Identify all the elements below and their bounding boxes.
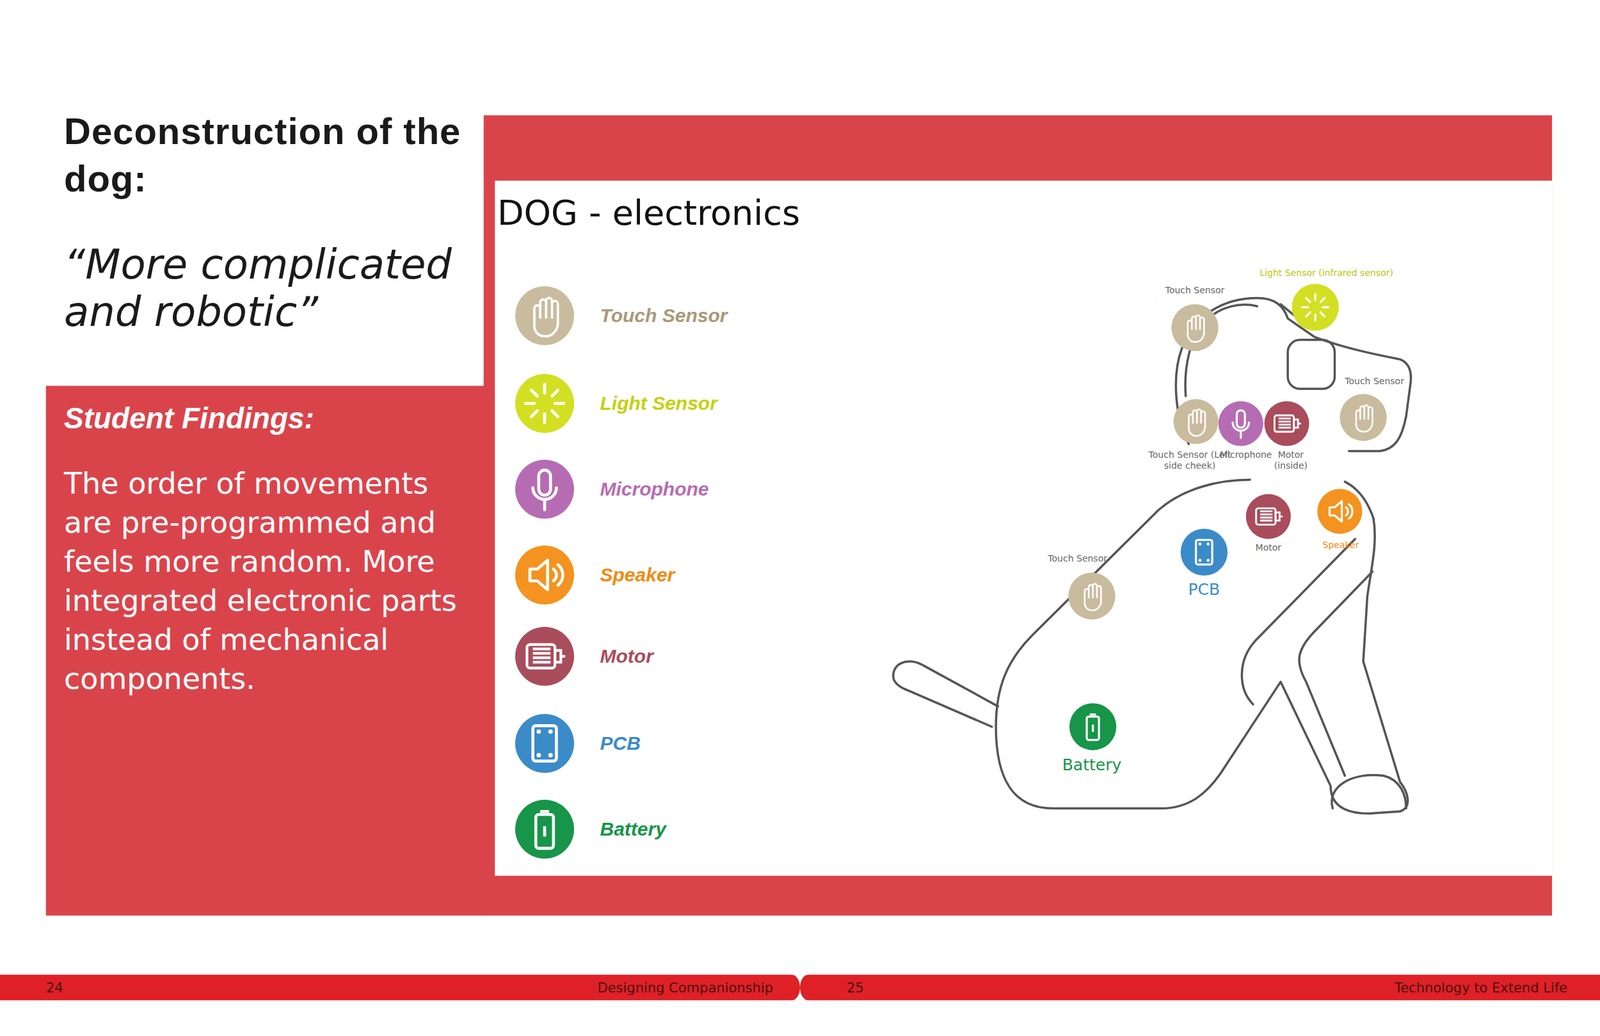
part-label: Microphone <box>1219 449 1273 461</box>
red-band <box>483 115 1552 916</box>
part-label: Speaker <box>1322 539 1360 551</box>
legend-label: Battery <box>600 816 667 842</box>
legend-swatch <box>515 799 575 859</box>
page-title: Deconstruction of the dog: <box>64 107 474 203</box>
white-panel <box>494 180 1552 876</box>
legend-icon <box>515 626 575 686</box>
legend-label: Light Sensor <box>600 390 718 416</box>
footer-bar-left <box>0 974 800 1000</box>
part-label: Battery <box>1062 755 1122 774</box>
legend-label: Touch Sensor <box>600 302 728 329</box>
part-label: Light Sensor (infrared sensor) <box>1259 267 1394 279</box>
page-footer-text: 24 <box>46 979 64 996</box>
legend-swatch <box>515 459 575 519</box>
part-label: Motor <box>1255 542 1282 553</box>
legend-icon <box>515 713 575 773</box>
findings-panel <box>46 385 486 916</box>
part-label: Touch Sensor <box>1047 552 1108 564</box>
dog-outline <box>893 297 1412 813</box>
legend-swatch <box>515 713 575 773</box>
findings-panel: Student Findings: The order of movements … <box>46 385 485 916</box>
legend-label: Microphone <box>600 476 710 502</box>
legend-icon <box>515 545 575 605</box>
page-footer-text: Technology to Extend Life <box>1394 979 1568 996</box>
quote: “More complicated and robotic” <box>64 240 480 336</box>
electronics-panel: DOG - electronics <box>494 180 1552 876</box>
legend-label: Motor <box>600 643 654 669</box>
legend-swatch <box>515 286 575 345</box>
legend-swatch <box>515 626 575 686</box>
panel-heading: Student Findings: <box>64 400 467 436</box>
part-label: Touch Sensor <box>1344 375 1405 387</box>
legend-icon <box>515 286 575 345</box>
legend-icon <box>515 799 575 859</box>
legend-icon <box>515 459 575 519</box>
page-footer-text: 25 <box>846 979 864 996</box>
part-label: PCB <box>1188 580 1221 599</box>
dog-part-icons <box>1068 283 1387 750</box>
legend-label: Speaker <box>600 561 676 588</box>
legend-swatch <box>515 373 575 433</box>
footer-bar-right <box>800 974 1600 1000</box>
page-footer-text: Designing Companionship <box>597 979 774 996</box>
legend-swatch <box>515 545 575 605</box>
panel-body: The order of movements are pre-programme… <box>64 464 467 699</box>
panel-heading: DOG - electronics <box>497 193 800 233</box>
part-label: Touch Sensor <box>1165 284 1225 296</box>
part-label: Motor (inside) <box>1271 449 1311 472</box>
legend-label: PCB <box>600 730 641 756</box>
legend-icon <box>515 373 575 433</box>
